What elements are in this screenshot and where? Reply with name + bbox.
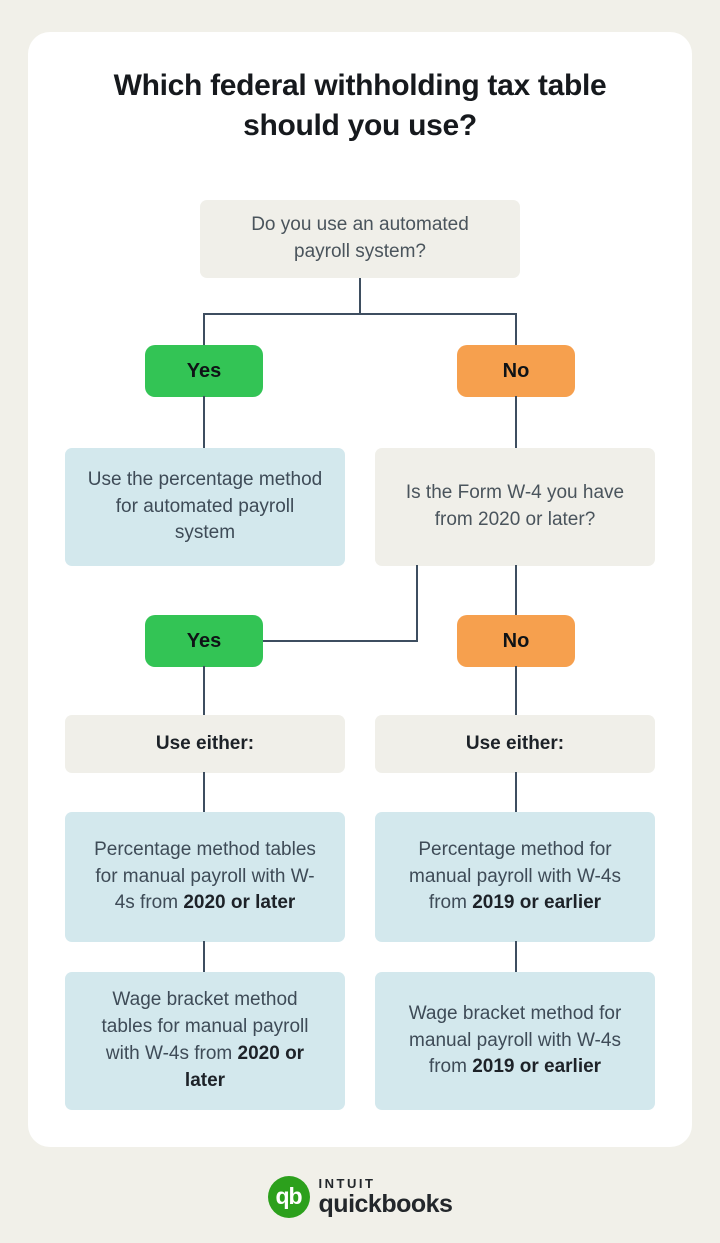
result-text-bold: 2019 or earlier [472,1056,602,1078]
result-text-regular: Percentage method tables for manual payr… [94,838,316,914]
result-text-regular: Wage bracket method tables for manual pa… [101,989,309,1064]
result-text: Use the percentage method for automated … [87,468,323,544]
question-text: Is the Form W-4 you have from 2020 or la… [405,482,625,530]
result-percentage-2019: Percentage method for manual payroll wit… [375,812,655,942]
connector-line [203,941,205,973]
use-either-right: Use either: [375,715,655,773]
no-badge-branch1: No [457,345,575,397]
connector-line [515,396,517,449]
question-automated-payroll: Do you use an automated payroll system? [200,200,520,278]
connector-line [515,565,517,616]
no-label: No [502,629,530,652]
no-badge-branch2: No [457,615,575,667]
use-either-left: Use either: [65,715,345,773]
connector-line [203,772,205,813]
use-either-label: Use either: [155,732,255,754]
result-text: Wage bracket method tables for manual pa… [87,987,323,1095]
result-text-bold: 2020 or later [183,892,296,914]
page-title: Which federal withholding tax table shou… [113,69,607,142]
result-percentage-2020: Percentage method tables for manual payr… [65,812,345,942]
result-wage-bracket-2020: Wage bracket method tables for manual pa… [65,972,345,1110]
brand-footer: qb INTUIT quickbooks [0,1176,720,1218]
question-text: Do you use an automated payroll system? [251,214,469,262]
quickbooks-logo-icon: qb [267,1176,310,1218]
result-text-regular: Wage bracket method for manual payroll w… [408,1002,622,1078]
result-text-bold: 2019 or earlier [472,892,602,914]
connector-line [515,666,517,716]
result-automated-percentage: Use the percentage method for automated … [65,448,345,566]
result-text-bold: 2020 or later [184,1043,305,1091]
result-text: Percentage method for manual payroll wit… [397,837,633,918]
yes-badge-branch1: Yes [145,345,263,397]
use-either-label: Use either: [465,732,565,754]
result-text: Wage bracket method for manual payroll w… [397,1001,633,1082]
result-text: Percentage method tables for manual payr… [87,837,323,918]
connector-line [203,396,205,449]
connector-line [515,772,517,813]
no-label: No [502,359,530,382]
connector-elbow-line [262,640,418,642]
brand-wordmark: INTUIT quickbooks [318,1175,453,1219]
yes-badge-branch2: Yes [145,615,263,667]
connector-line [515,941,517,973]
flowchart-card: Which federal withholding tax table shou… [28,32,692,1147]
question-w4-year: Is the Form W-4 you have from 2020 or la… [375,448,655,566]
connector-line [203,313,517,315]
yes-label: Yes [186,629,222,652]
result-wage-bracket-2019: Wage bracket method for manual payroll w… [375,972,655,1110]
qb-monogram: qb [275,1182,302,1209]
yes-label: Yes [186,359,222,382]
connector-line [515,313,517,346]
connector-line [203,666,205,716]
result-text-regular: Percentage method for manual payroll wit… [409,838,621,914]
connector-line [359,278,361,314]
intuit-wordmark: INTUIT [318,1175,376,1191]
quickbooks-wordmark: quickbooks [318,1190,453,1219]
connector-line [203,313,205,346]
connector-elbow-line [416,565,418,642]
